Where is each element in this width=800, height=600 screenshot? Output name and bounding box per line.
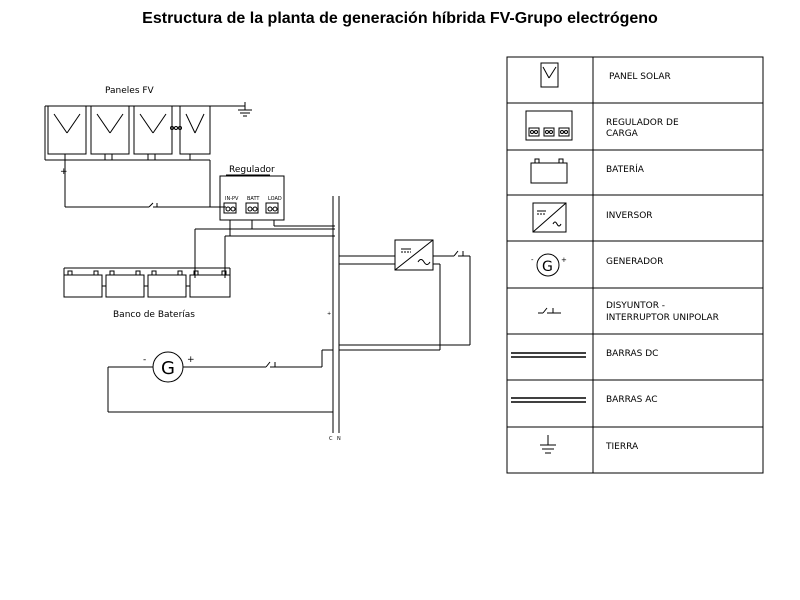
legend-label-regulator-1: REGULADOR DE: [606, 118, 679, 128]
generator-icon: [536, 253, 560, 277]
svg-text:-: -: [531, 256, 534, 264]
ac-bus-icon: [511, 397, 586, 403]
svg-text:+: +: [561, 256, 567, 264]
diagram-title: Estructura de la planta de generación hí…: [142, 10, 658, 27]
legend-label-breaker-2: INTERRUPTOR UNIPOLAR: [606, 313, 719, 323]
svg-text:N: N: [337, 436, 341, 442]
legend-label-ground: TIERRA: [605, 442, 639, 452]
generator-breaker-icon: [262, 361, 276, 368]
series-dot-icon: [174, 126, 178, 130]
pv-panel-3-icon: [133, 105, 173, 155]
inverter-icon: [394, 239, 434, 271]
breaker-icon: [538, 307, 561, 314]
pv-panel-1-icon: [47, 105, 87, 155]
legend-label-generator: GENERADOR: [606, 257, 663, 267]
plus-sign: +: [60, 167, 68, 177]
dc-bus-bars: [332, 196, 340, 433]
generator-symbol: G: [161, 358, 175, 379]
battery-2-icon: [105, 270, 145, 298]
legend-label-inverter: INVERSOR: [606, 211, 653, 221]
series-dot-icon: [178, 126, 182, 130]
pv-panel-4-icon: [179, 105, 211, 155]
svg-text:+: +: [327, 311, 331, 317]
inverter-breaker-icon: [450, 250, 464, 257]
ground-icon: [540, 435, 556, 454]
solar-panel-icon: [540, 62, 559, 88]
battery-bank-label: Banco de Baterías: [113, 310, 195, 320]
battery-3-icon: [147, 270, 187, 298]
charge-regulator-icon: [525, 110, 573, 141]
generator-plus: +: [187, 355, 195, 365]
svg-text:LOAD: LOAD: [268, 196, 282, 202]
svg-text:G: G: [542, 259, 553, 275]
legend-table: G - +: [506, 56, 764, 474]
legend-label-ac-bus: BARRAS AC: [606, 395, 658, 405]
pv-panels-label: Paneles FV: [105, 86, 155, 96]
legend-label-solar-panel: PANEL SOLAR: [609, 72, 671, 82]
pv-breaker-icon: [145, 202, 158, 208]
legend-label-breaker-1: DISYUNTOR -: [606, 301, 665, 311]
regulator-label: Regulador: [229, 165, 275, 175]
legend-label-dc-bus: BARRAS DC: [606, 349, 658, 359]
series-dot-icon: [170, 126, 174, 130]
svg-text:IN-PV: IN-PV: [225, 196, 239, 202]
pv-panel-2-icon: [90, 105, 130, 155]
inverter-icon: [532, 202, 567, 233]
svg-text:BATT: BATT: [247, 196, 260, 202]
legend-label-regulator-2: CARGA: [606, 129, 639, 139]
battery-4-icon: [189, 270, 231, 298]
legend-label-battery: BATERÍA: [606, 163, 645, 175]
battery-1-icon: [63, 270, 103, 298]
svg-text:C: C: [329, 436, 333, 442]
dc-bus-icon: [511, 352, 586, 358]
pv-ground-icon: [238, 102, 252, 117]
battery-icon: [530, 158, 568, 184]
generator-minus: -: [143, 355, 146, 365]
